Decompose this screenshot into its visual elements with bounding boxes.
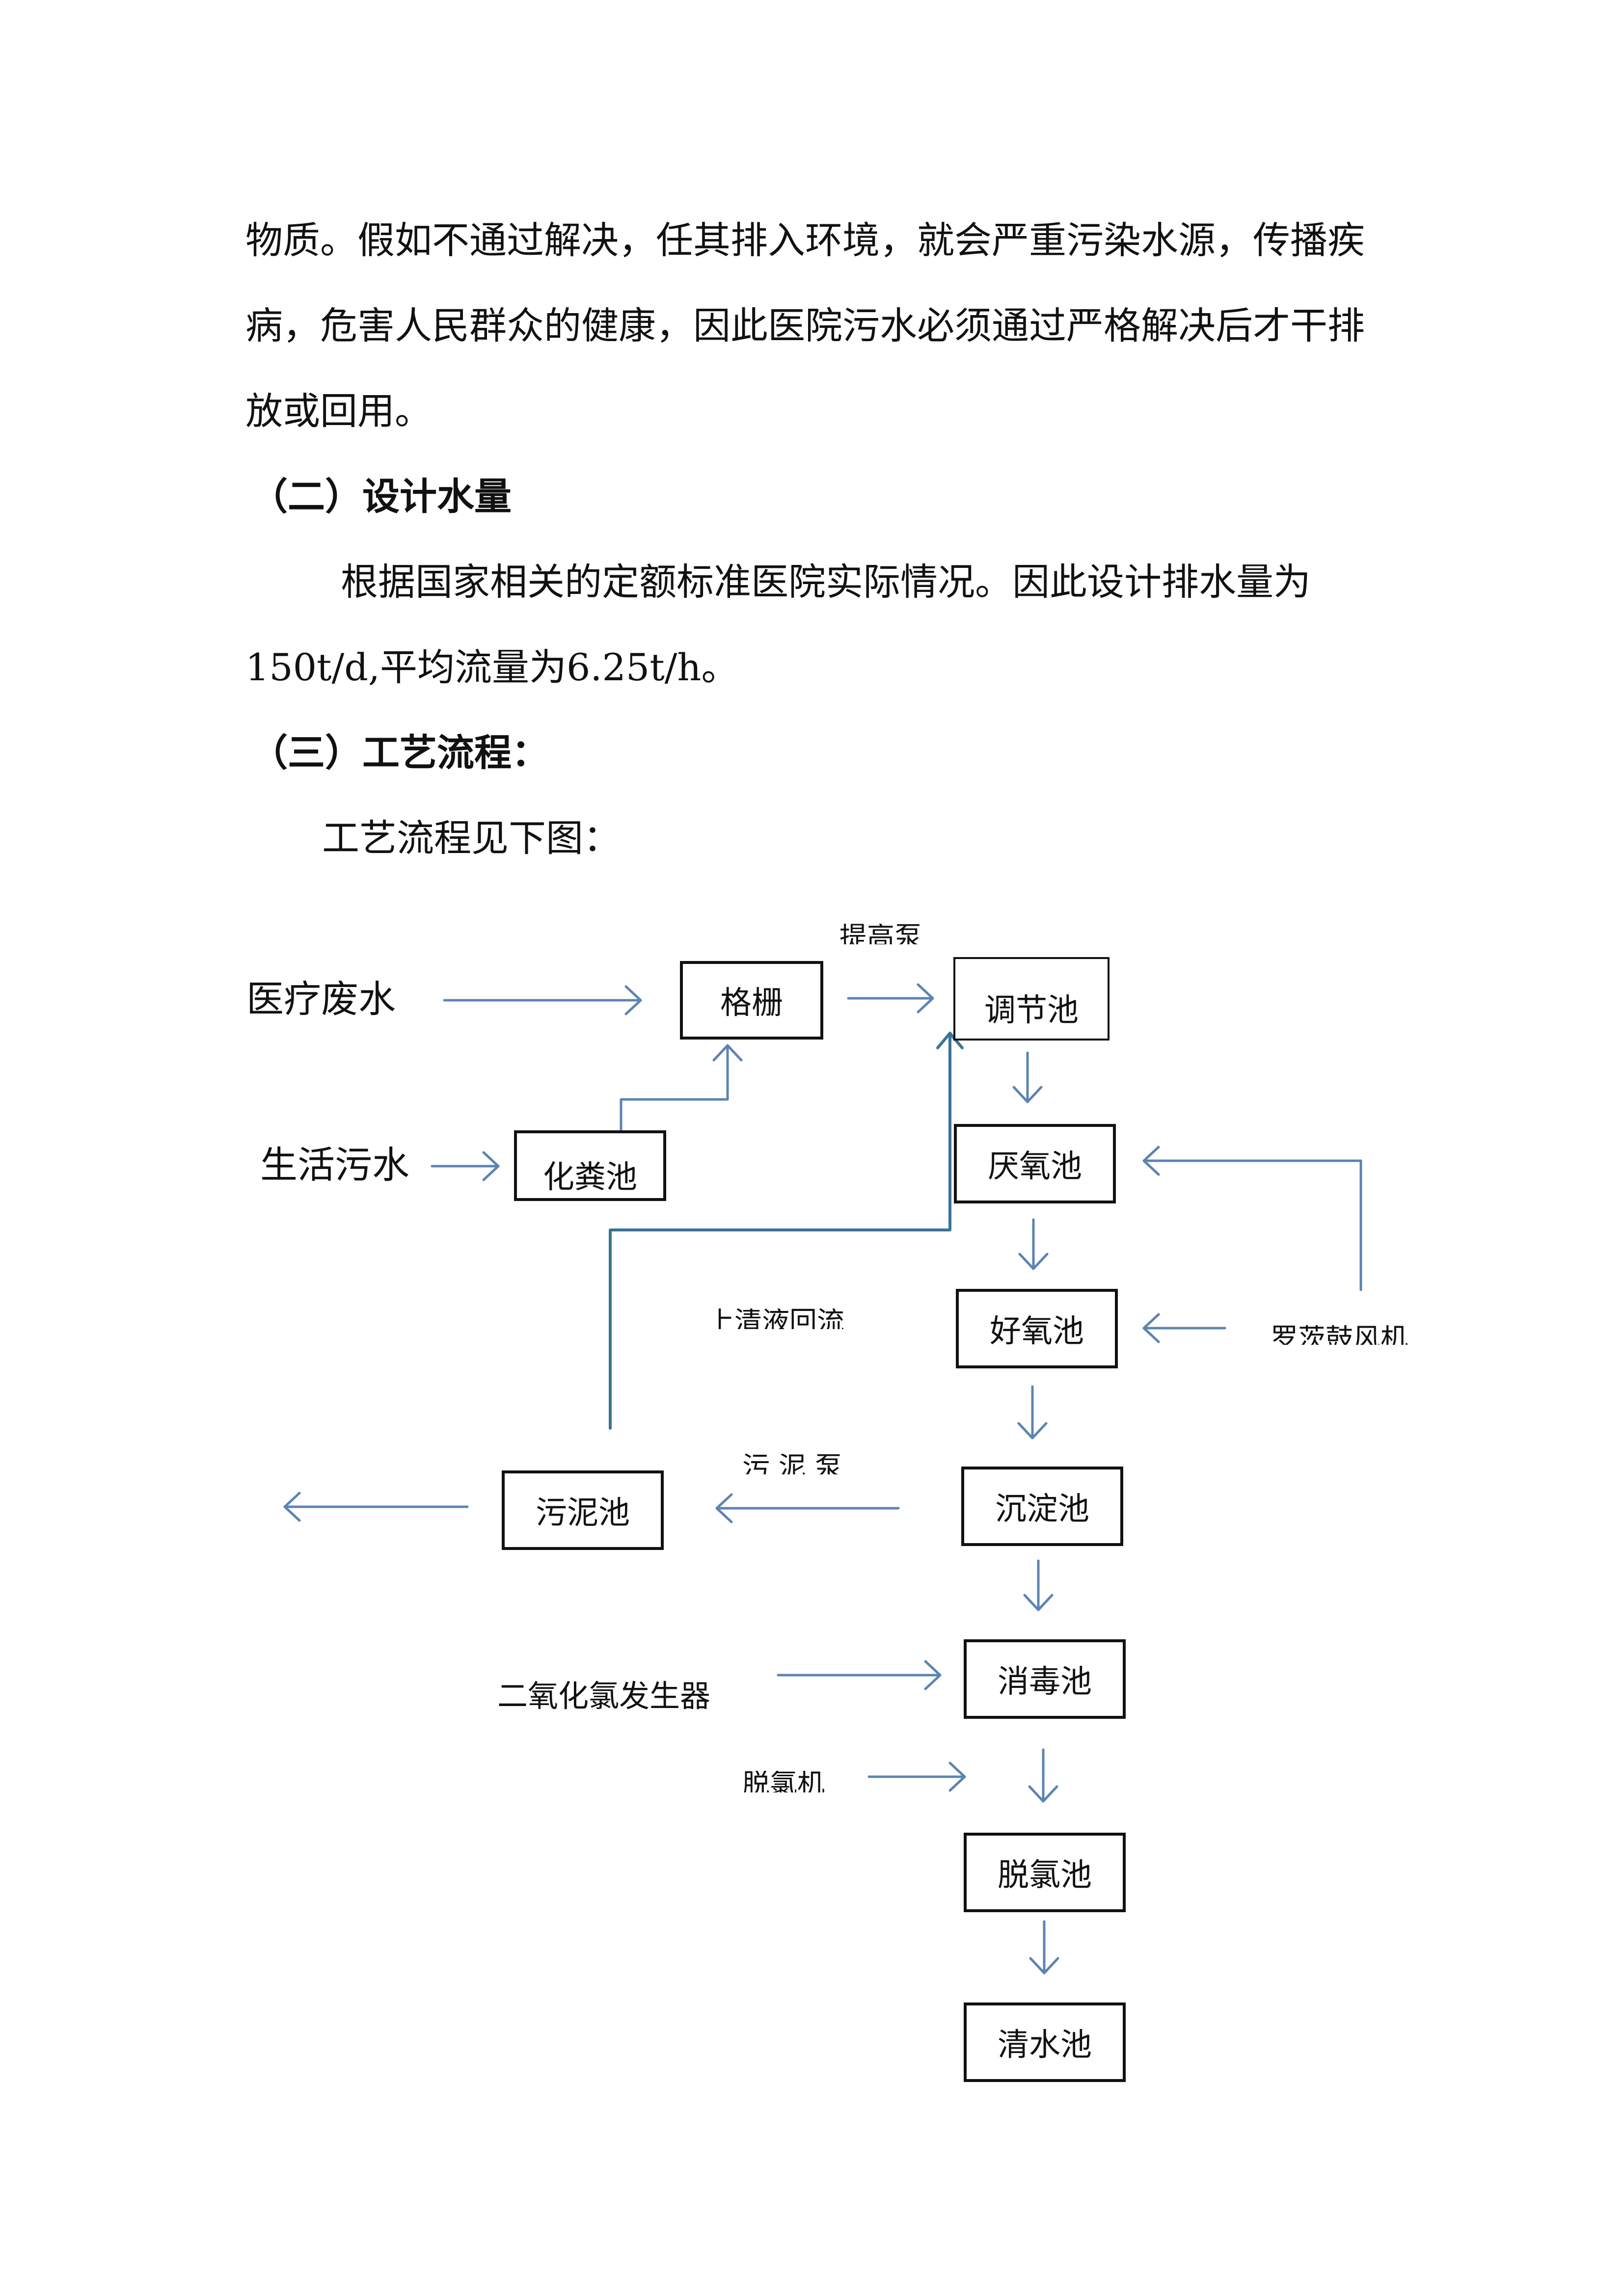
box-sedimentation-tank: 沉淀池 [961, 1467, 1123, 1546]
input-medical-wastewater: 医疗废水 [246, 977, 396, 1021]
arrow-medical-to-grille [443, 985, 642, 1015]
box-clear-water-tank: 清水池 [964, 2002, 1126, 2082]
label-sludge-pump: 污 泥 泵 [742, 1454, 842, 1474]
box-disinfection-tank-label: 消毒池 [998, 1664, 1092, 1700]
box-septic-tank-label: 化粪池 [543, 1159, 637, 1196]
arrow-septic-to-grille [620, 1044, 743, 1135]
arrow-grille-to-regulating [847, 983, 934, 1014]
label-lift-pump: 提高泵 [839, 924, 922, 944]
arrow-dechlorinator-in [867, 1762, 966, 1792]
paragraph-line-6: 工艺流程见下图： [322, 816, 621, 860]
box-sludge-tank: 污泥池 [502, 1470, 664, 1550]
box-aerobic-tank: 好氧池 [956, 1289, 1118, 1368]
box-regulating-tank: 调节池 [953, 957, 1110, 1041]
paragraph-line-1: 物质。假如不通过解决，任其排入环境，就会严重污染水源，传播疾 [245, 218, 1365, 262]
arrow-dechlorination-to-clear-water [1029, 1920, 1059, 1975]
box-dechlorination-tank: 脱氯池 [964, 1833, 1126, 1912]
arrow-blower-to-aerobic [1142, 1313, 1226, 1343]
input-chlorine-dioxide-generator: 二氧化氯发生器 [497, 1678, 711, 1714]
paragraph-line-4: 根据国家相关的定额标准医院实际情况。因此设计排水量为 [341, 560, 1311, 604]
box-regulating-tank-label: 调节池 [984, 992, 1079, 1029]
arrow-anaerobic-to-aerobic [1018, 1218, 1049, 1270]
arrow-domestic-to-septic [431, 1151, 500, 1181]
box-anaerobic-tank: 厌氧池 [954, 1124, 1116, 1203]
arrow-chlorine-dioxide-to-disinfection [777, 1660, 942, 1690]
paragraph-line-2: 病，危害人民群众的健康，因此医院污水必须通过严格解决后才干排 [245, 304, 1365, 347]
arrow-blower-to-anaerobic [1142, 1146, 1362, 1291]
section-heading-design-volume: （二）设计水量 [250, 475, 512, 518]
arrow-disinfection-to-dechlorination [1028, 1748, 1058, 1803]
box-disinfection-tank: 消毒池 [964, 1639, 1126, 1719]
section-heading-process-flow: （三）工艺流程： [250, 731, 549, 774]
arrow-regulating-to-anaerobic [1012, 1051, 1043, 1103]
label-dechlorinator: 脱氯机 [742, 1771, 825, 1792]
box-clear-water-tank-label: 清水池 [998, 2027, 1092, 2063]
box-sedimentation-tank-label: 沉淀池 [995, 1491, 1089, 1527]
label-roots-blower: 罗茨鼓风机 [1271, 1325, 1408, 1345]
box-grille-label: 格栅 [720, 985, 783, 1021]
arrow-sedimentation-to-sludge [715, 1493, 900, 1523]
box-aerobic-tank-label: 好氧池 [990, 1313, 1084, 1350]
box-septic-tank: 化粪池 [514, 1130, 666, 1201]
box-sludge-tank-label: 污泥池 [536, 1495, 630, 1531]
box-dechlorination-tank-label: 脱氯池 [998, 1857, 1092, 1894]
box-grille: 格栅 [680, 961, 823, 1040]
arrow-aerobic-to-sedimentation [1017, 1385, 1048, 1440]
box-anaerobic-tank-label: 厌氧池 [988, 1148, 1082, 1185]
input-domestic-sewage: 生活污水 [260, 1143, 409, 1187]
arrow-sedimentation-to-disinfection [1023, 1559, 1054, 1611]
paragraph-line-3: 放或回用。 [245, 389, 432, 433]
paragraph-line-5: 150t/d,平均流量为6.25t/h。 [245, 645, 739, 689]
label-supernatant-return: 上清液回流 [707, 1308, 844, 1329]
arrow-supernatant-return [609, 1032, 964, 1430]
arrow-sludge-outflow [283, 1492, 469, 1522]
